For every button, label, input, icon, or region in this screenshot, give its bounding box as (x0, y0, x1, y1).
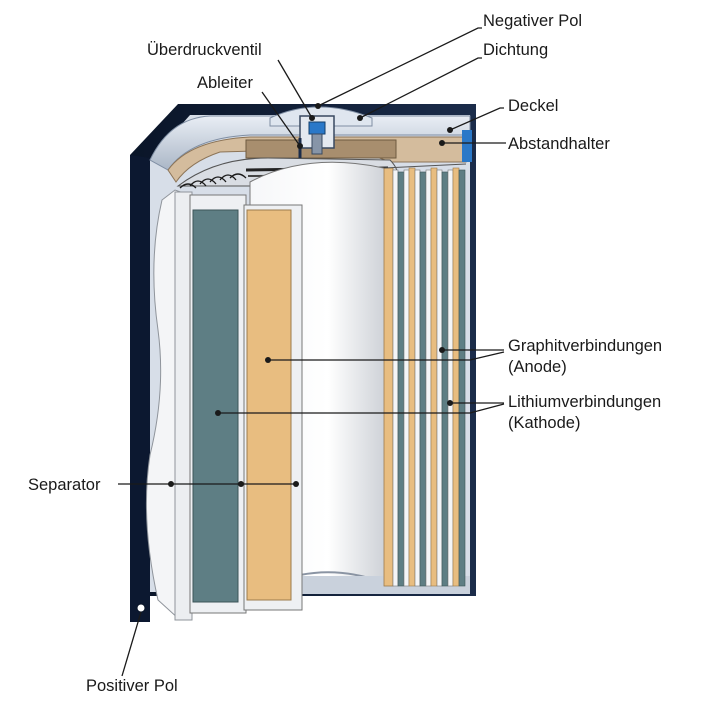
seal (462, 130, 472, 162)
label-negativer-pol: Negativer Pol (483, 12, 582, 30)
anode-sheet (244, 205, 302, 610)
label-ableiter: Ableiter (197, 74, 253, 92)
label-deckel: Deckel (508, 97, 558, 115)
cathode-sheet (190, 195, 246, 613)
label-graphit-line1: Graphitverbindungen (508, 337, 662, 355)
label-lithium-line1: Lithiumverbindungen (508, 393, 661, 411)
label-positiver-pol: Positiver Pol (86, 677, 178, 695)
label-abstandhalter: Abstandhalter (508, 135, 610, 153)
label-graphit-line2: (Anode) (508, 358, 567, 376)
right-layer-stack (384, 164, 466, 586)
label-lithium-line2: (Kathode) (508, 414, 580, 432)
label-ueberdruckventil: Überdruckventil (147, 41, 262, 59)
positive-pole-marker (137, 604, 145, 612)
label-dichtung: Dichtung (483, 41, 548, 59)
label-separator: Separator (28, 476, 101, 494)
